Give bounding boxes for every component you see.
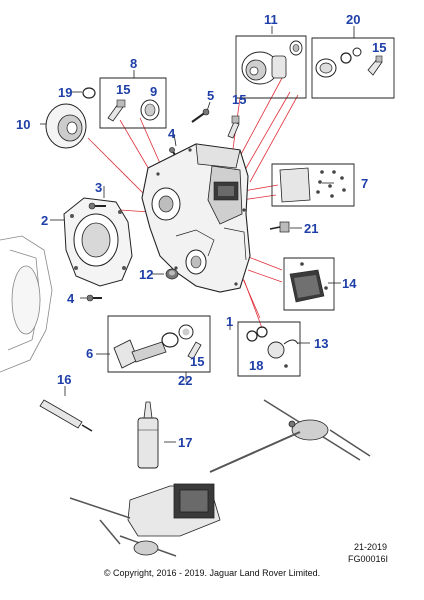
callout-10: 10 xyxy=(16,117,30,132)
callout-21: 21 xyxy=(304,221,318,236)
item-10-drive-gear xyxy=(45,103,87,149)
callout-12: 12 xyxy=(139,267,153,282)
callout-20: 20 xyxy=(346,12,360,27)
item-21-sensor xyxy=(269,221,290,233)
item-15-sensor-upper xyxy=(227,115,240,139)
callout-13: 13 xyxy=(314,336,328,351)
drivetrain-assembly xyxy=(69,399,371,557)
copyright-notice: © Copyright, 2016 - 2019. Jaguar Land Ro… xyxy=(104,568,320,578)
item-5-bolt xyxy=(191,108,210,123)
item-17-sealant-bottle xyxy=(137,401,159,469)
callout-18: 18 xyxy=(249,358,263,373)
item-16-sealant-tube xyxy=(39,399,93,432)
item-13-box xyxy=(237,321,301,377)
item-1-transfer-case xyxy=(141,143,251,293)
callout-9: 9 xyxy=(150,84,157,99)
callout-11: 11 xyxy=(264,12,278,27)
item-2-adaptor-housing xyxy=(63,197,133,287)
red-leader-lines xyxy=(87,77,299,329)
callout-6: 6 xyxy=(86,346,93,361)
callout-1: 1 xyxy=(226,314,233,329)
figure-id: FG00016I xyxy=(348,554,388,564)
item-7-box xyxy=(271,163,355,207)
item-19-oring xyxy=(82,87,96,99)
item-20-box xyxy=(311,37,395,99)
callout-16: 16 xyxy=(57,372,71,387)
callout-14: 14 xyxy=(342,276,357,291)
item-22-box xyxy=(107,315,211,373)
callout-15-box22: 15 xyxy=(190,354,204,369)
transmission-outline xyxy=(0,235,53,373)
item-12-plug xyxy=(165,268,179,280)
callout-4-lower: 4 xyxy=(67,291,75,306)
callout-4-upper: 4 xyxy=(168,126,176,141)
callout-19: 19 xyxy=(58,85,72,100)
callout-labels: 1 2 3 4 4 5 6 7 8 9 10 11 12 13 14 15 15… xyxy=(16,12,386,450)
callout-2: 2 xyxy=(41,213,48,228)
item-3-bolt xyxy=(88,202,106,210)
item-4-bolt-lower xyxy=(86,294,102,302)
callout-22: 22 xyxy=(178,373,192,388)
figure-date: 21-2019 xyxy=(354,542,387,552)
callout-15-box8: 15 xyxy=(116,82,130,97)
callout-3: 3 xyxy=(95,180,102,195)
callout-7: 7 xyxy=(361,176,368,191)
callout-15-top: 15 xyxy=(232,92,246,107)
item-14-box xyxy=(283,257,335,311)
callout-17: 17 xyxy=(178,435,192,450)
item-8-box xyxy=(99,77,167,129)
callout-5: 5 xyxy=(207,88,214,103)
item-11-box xyxy=(235,35,307,99)
callout-8: 8 xyxy=(130,56,137,71)
callout-15-box20: 15 xyxy=(372,40,386,55)
